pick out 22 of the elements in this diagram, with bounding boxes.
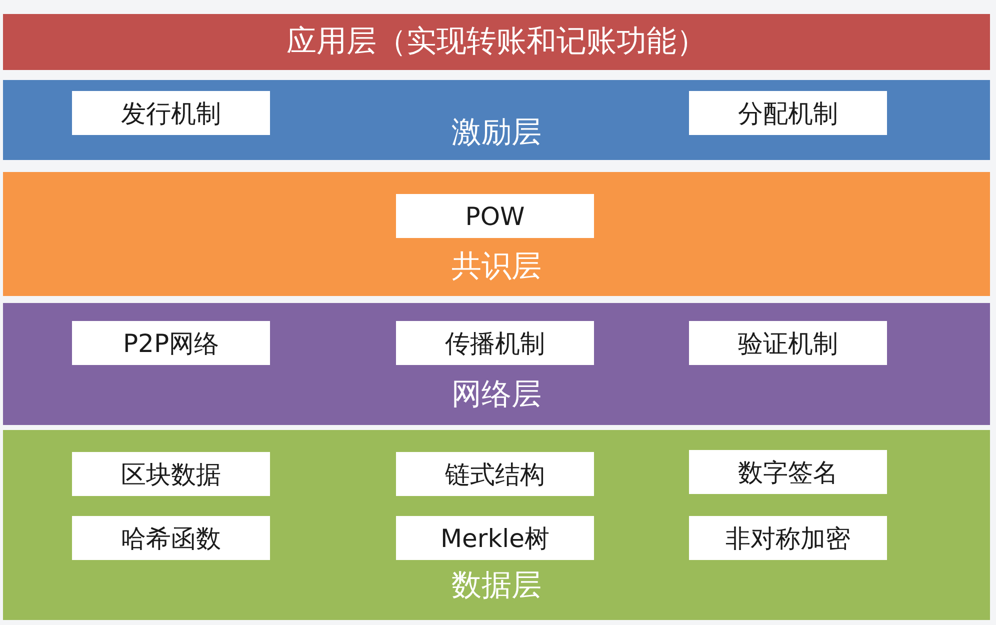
component-box: 发行机制 — [72, 91, 270, 135]
component-box: 区块数据 — [72, 452, 270, 496]
component-box: 链式结构 — [396, 452, 594, 496]
component-box: P2P网络 — [72, 321, 270, 365]
layer-band — [3, 303, 990, 425]
layer-title: 共识层 — [450, 252, 542, 282]
layer-band — [3, 430, 990, 620]
component-box: 数字签名 — [689, 450, 887, 494]
component-box: POW — [396, 194, 594, 238]
layer-title: 数据层 — [450, 571, 542, 601]
component-box: Merkle树 — [396, 516, 594, 560]
component-box: 传播机制 — [396, 321, 594, 365]
component-box: 验证机制 — [689, 321, 887, 365]
layer-band — [3, 14, 990, 70]
layer-band — [3, 172, 990, 296]
component-box: 非对称加密 — [689, 516, 887, 560]
layer-band — [3, 80, 990, 160]
component-box: 哈希函数 — [72, 516, 270, 560]
layer-title: 应用层（实现转账和记账功能） — [286, 27, 708, 57]
layer-title: 激励层 — [450, 118, 542, 148]
component-box: 分配机制 — [689, 91, 887, 135]
layer-title: 网络层 — [450, 380, 542, 410]
